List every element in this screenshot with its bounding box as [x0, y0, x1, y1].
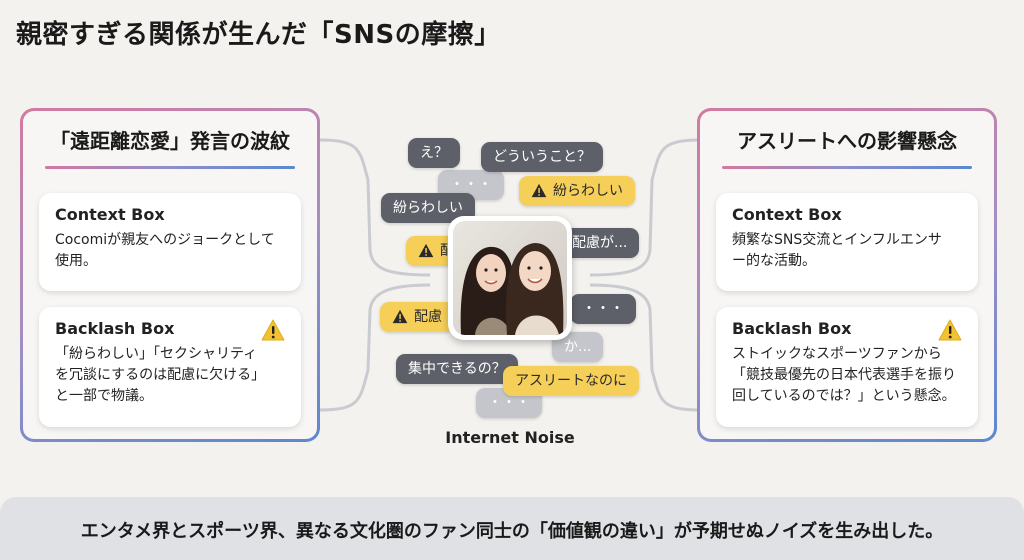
- left-panel-divider: [45, 166, 295, 169]
- bottom-message: エンタメ界とスポーツ界、異なる文化圏のファン同士の「価値観の違い」が予期せぬノイ…: [80, 521, 944, 542]
- right-backlash-title: Backlash Box: [732, 319, 852, 338]
- bottom-banner: エンタメ界とスポーツ界、異なる文化圏のファン同士の「価値観の違い」が予期せぬノイ…: [0, 497, 1024, 560]
- speech-bubble-douiu: どういうこと？: [481, 142, 603, 172]
- left-context-body: Cocomiが親友へのジョークとして 使用。: [55, 232, 275, 269]
- right-context-title: Context Box: [732, 205, 842, 224]
- page-title: 親密すぎる関係が生んだ「SNSの摩擦」: [16, 20, 501, 50]
- left-panel-title: 「遠距離恋愛」発言の波紋: [50, 129, 290, 153]
- warning-icon: [418, 243, 434, 258]
- right-panel: アスリートへの影響懸念 Context Box 頻繁なSNS交流とインフルエンサ…: [697, 108, 997, 442]
- left-backlash-body: 「紛らわしい」「セクシャリティ を冗談にするのは配慮に欠ける」 と一部で物議。: [55, 346, 266, 404]
- right-backlash-body: ストイックなスポーツファンから 「競技最優先の日本代表選手を振り 回しているので…: [732, 346, 956, 404]
- right-backlash-box: Backlash Box ストイックなスポーツファンから 「競技最優先の日本代表…: [716, 307, 978, 427]
- warning-icon: [261, 319, 285, 341]
- speech-bubble-e: え？: [408, 138, 460, 168]
- left-context-title: Context Box: [55, 205, 165, 224]
- left-backlash-box: Backlash Box 「紛らわしい」「セクシャリティ を冗談にするのは配慮に…: [39, 307, 301, 427]
- center-photo: [448, 216, 572, 340]
- speech-bubble-hairyo-ga: 配慮が...: [560, 228, 640, 258]
- speech-bubble-magirawashii-warning: 紛らわしい: [519, 176, 635, 206]
- speech-bubble-dots-right: ・・・: [570, 294, 636, 324]
- speech-bubble-athlete: アスリートなのに: [503, 366, 639, 396]
- center-caption: Internet Noise: [445, 428, 575, 447]
- speech-bubble-text: 配慮: [414, 309, 442, 325]
- speech-bubble-magirawashii: 紛らわしい: [381, 193, 475, 223]
- warning-icon: [938, 319, 962, 341]
- right-context-box: Context Box 頻繁なSNS交流とインフルエンサ ー的な活動。: [716, 193, 978, 291]
- speech-bubble-text: 紛らわしい: [553, 183, 623, 199]
- right-context-body: 頻繁なSNS交流とインフルエンサ ー的な活動。: [732, 232, 942, 269]
- speech-bubble-shuchu: 集中できるの？: [396, 354, 518, 384]
- right-panel-title: アスリートへの影響懸念: [737, 129, 957, 153]
- left-context-box: Context Box Cocomiが親友へのジョークとして 使用。: [39, 193, 301, 291]
- speech-bubble-hairyo-warning: 配慮: [380, 302, 454, 332]
- left-backlash-title: Backlash Box: [55, 319, 175, 338]
- two-women-photo: [453, 221, 567, 335]
- warning-icon: [392, 309, 408, 324]
- left-panel: 「遠距離恋愛」発言の波紋 Context Box Cocomiが親友へのジョーク…: [20, 108, 320, 442]
- right-panel-divider: [722, 166, 972, 169]
- warning-icon: [531, 183, 547, 198]
